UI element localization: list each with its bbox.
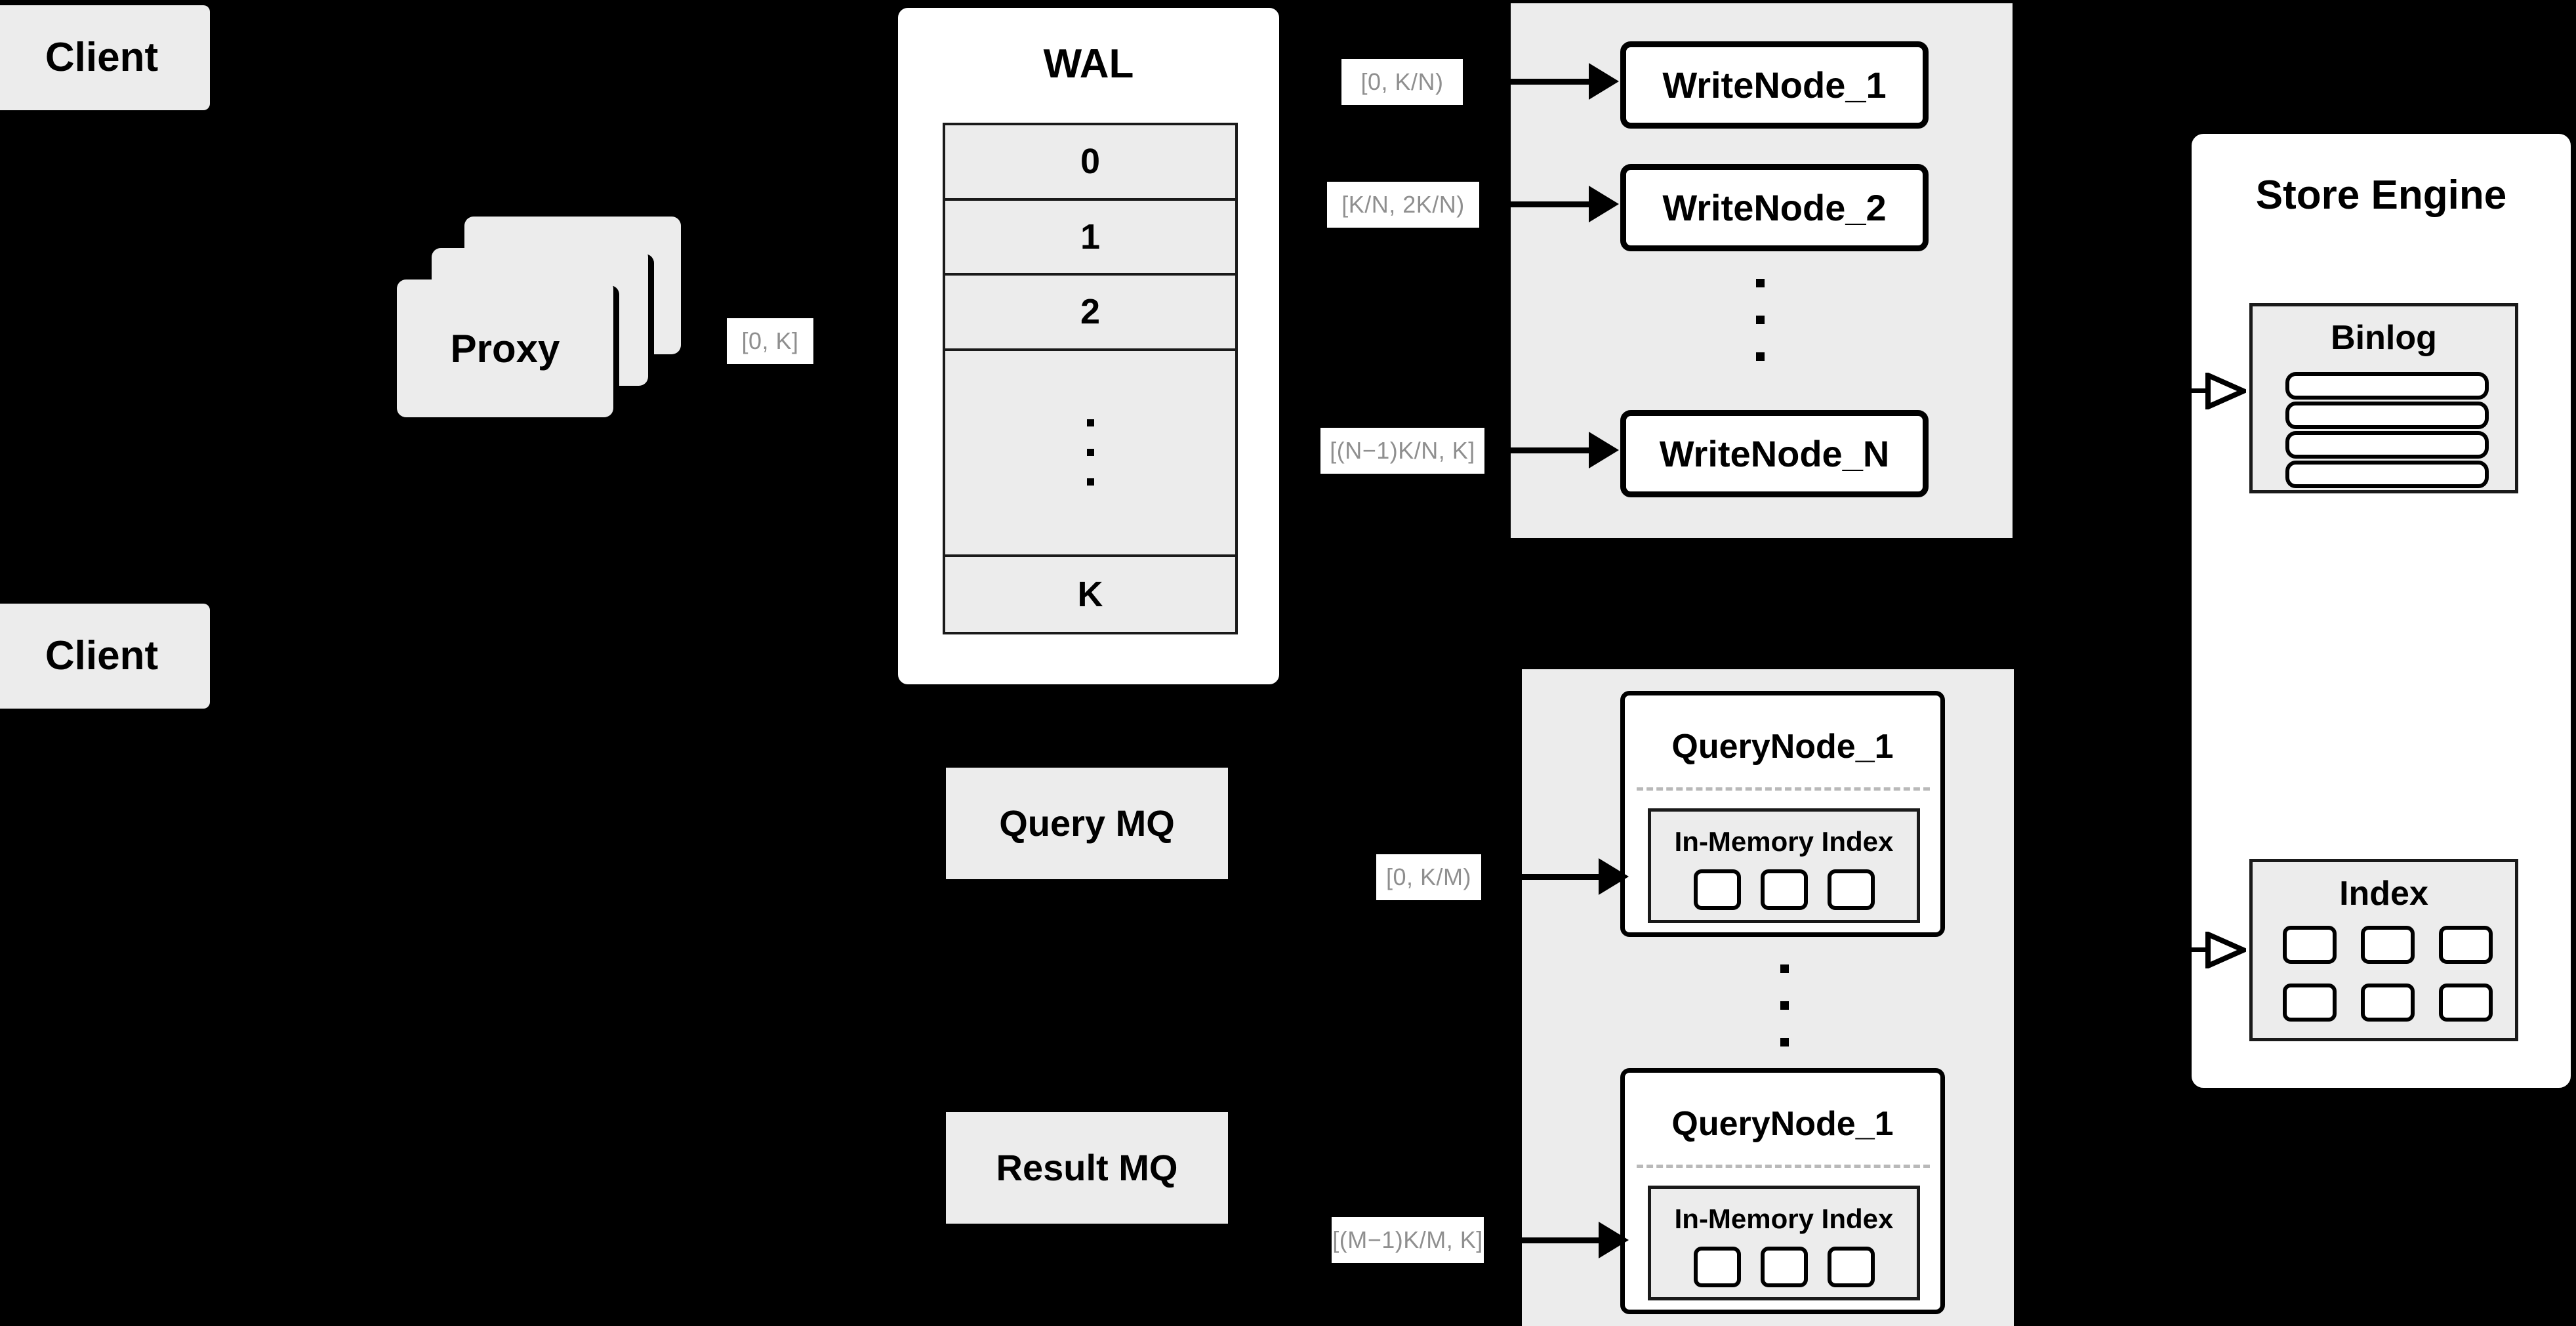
index-cell[interactable] xyxy=(1761,1247,1808,1287)
wal-table: 0 1 2 K xyxy=(943,123,1238,634)
arrowhead-write-node-n-icon xyxy=(1589,432,1619,468)
arrowhead-write-node-2-icon xyxy=(1589,186,1619,222)
query-node-m-in-memory-index: In-Memory Index xyxy=(1648,1186,1920,1300)
query-node-1[interactable]: QueryNode_1 In-Memory Index xyxy=(1620,691,1945,937)
proxy-label: Proxy xyxy=(450,326,560,371)
arrow-to-write-node-1 xyxy=(1499,79,1597,85)
binlog-bar xyxy=(2285,431,2489,459)
wal-panel: WAL 0 1 2 K xyxy=(893,3,1284,689)
client-node-1[interactable]: Client xyxy=(0,5,210,110)
query-node-m-divider xyxy=(1637,1165,1930,1168)
wal-row-ellipsis xyxy=(945,350,1235,557)
index-cell[interactable] xyxy=(1828,1247,1875,1287)
binlog-title: Binlog xyxy=(2331,319,2437,357)
query-mq-label: Query MQ xyxy=(999,802,1175,844)
arrow-to-query-node-1 xyxy=(1499,874,1607,880)
index-cell[interactable] xyxy=(1761,869,1808,910)
in-memory-index-cells xyxy=(1669,1247,1899,1287)
in-memory-index-title: In-Memory Index xyxy=(1674,826,1894,857)
client-node-2[interactable]: Client xyxy=(0,604,210,709)
write-node-n-range-label: [(N−1)K/N, K] xyxy=(1320,428,1484,474)
ellipsis-dot-icon xyxy=(1780,1001,1789,1010)
binlog-bar xyxy=(2285,402,2489,429)
ellipsis-dot-icon xyxy=(1086,419,1094,427)
write-node-1-label: WriteNode_1 xyxy=(1662,64,1887,106)
arrow-to-write-node-n xyxy=(1499,447,1597,453)
write-node-2-range-label: [K/N, 2K/N) xyxy=(1327,182,1479,228)
ellipsis-dot-icon xyxy=(1086,478,1094,486)
arrow-to-query-node-m xyxy=(1499,1237,1607,1243)
wal-row-1[interactable]: 1 xyxy=(945,200,1235,276)
arrowhead-query-node-1-icon xyxy=(1599,858,1629,895)
ellipsis-dot-icon xyxy=(1755,316,1765,324)
result-mq-label: Result MQ xyxy=(996,1147,1178,1189)
query-node-m[interactable]: QueryNode_1 In-Memory Index xyxy=(1620,1068,1945,1314)
write-node-n-label: WriteNode_N xyxy=(1659,433,1890,474)
query-node-1-divider xyxy=(1637,787,1930,791)
in-memory-index-cells xyxy=(1669,869,1899,910)
index-panel: Index xyxy=(2249,859,2518,1041)
index-cell[interactable] xyxy=(2282,926,2337,964)
query-mq-node[interactable]: Query MQ xyxy=(946,768,1228,879)
ellipsis-dot-icon xyxy=(1780,1038,1789,1046)
arrow-to-write-node-2 xyxy=(1499,201,1597,207)
proxy-card-front[interactable]: Proxy xyxy=(397,280,613,417)
index-cell-grid xyxy=(2278,924,2497,1023)
write-node-n[interactable]: WriteNode_N xyxy=(1620,410,1929,497)
wal-row-2[interactable]: 2 xyxy=(945,276,1235,351)
query-node-group: QueryNode_1 In-Memory Index QueryNode_1 xyxy=(1522,669,2014,1326)
index-cell[interactable] xyxy=(1828,869,1875,910)
in-memory-index-title: In-Memory Index xyxy=(1674,1203,1894,1234)
index-cell[interactable] xyxy=(2438,926,2493,964)
proxy-stack[interactable]: Proxy xyxy=(380,217,695,433)
ellipsis-dot-icon xyxy=(1086,449,1094,457)
wal-row-0[interactable]: 0 xyxy=(945,125,1235,201)
write-node-2[interactable]: WriteNode_2 xyxy=(1620,164,1929,251)
query-node-ellipsis xyxy=(1778,964,1791,1046)
index-cell[interactable] xyxy=(2438,984,2493,1022)
arrowhead-binlog-open-icon xyxy=(2205,373,2246,409)
arrow-to-binlog xyxy=(2184,388,2209,393)
query-node-1-label: QueryNode_1 xyxy=(1671,728,1894,766)
ellipsis-dot-icon xyxy=(1755,279,1765,287)
wal-row-k[interactable]: K xyxy=(945,556,1235,632)
arrowhead-index-open-icon xyxy=(2205,932,2246,968)
query-node-m-range-label: [(M−1)K/M, K] xyxy=(1332,1217,1484,1263)
write-node-2-label: WriteNode_2 xyxy=(1662,187,1887,228)
index-cell[interactable] xyxy=(1694,869,1741,910)
write-node-1[interactable]: WriteNode_1 xyxy=(1620,41,1929,129)
store-engine-title: Store Engine xyxy=(2255,173,2507,218)
arrowhead-query-node-m-icon xyxy=(1599,1222,1629,1258)
index-title: Index xyxy=(2339,875,2428,913)
wal-title: WAL xyxy=(1043,41,1134,87)
binlog-bar xyxy=(2285,372,2489,400)
index-cell[interactable] xyxy=(1694,1247,1741,1287)
query-node-1-in-memory-index: In-Memory Index xyxy=(1648,808,1920,923)
write-node-ellipsis xyxy=(1753,279,1767,361)
index-cell[interactable] xyxy=(2282,984,2337,1022)
write-node-1-range-label: [0, K/N) xyxy=(1341,59,1463,105)
ellipsis-dot-icon xyxy=(1780,964,1789,973)
result-mq-node[interactable]: Result MQ xyxy=(946,1112,1228,1224)
index-cell[interactable] xyxy=(2360,926,2415,964)
ellipsis-dot-icon xyxy=(1755,352,1765,361)
client-node-2-label: Client xyxy=(45,632,159,678)
query-node-1-range-label: [0, K/M) xyxy=(1376,854,1481,900)
store-engine-panel: Store Engine Binlog Index xyxy=(2186,129,2576,1093)
arrowhead-write-node-1-icon xyxy=(1589,63,1619,100)
proxy-range-label: [0, K] xyxy=(727,318,813,364)
arrow-to-index xyxy=(2184,947,2209,952)
binlog-panel: Binlog xyxy=(2249,303,2518,493)
binlog-bar xyxy=(2285,461,2489,488)
query-node-m-label: QueryNode_1 xyxy=(1671,1105,1894,1143)
index-cell[interactable] xyxy=(2360,984,2415,1022)
client-node-1-label: Client xyxy=(45,34,159,80)
